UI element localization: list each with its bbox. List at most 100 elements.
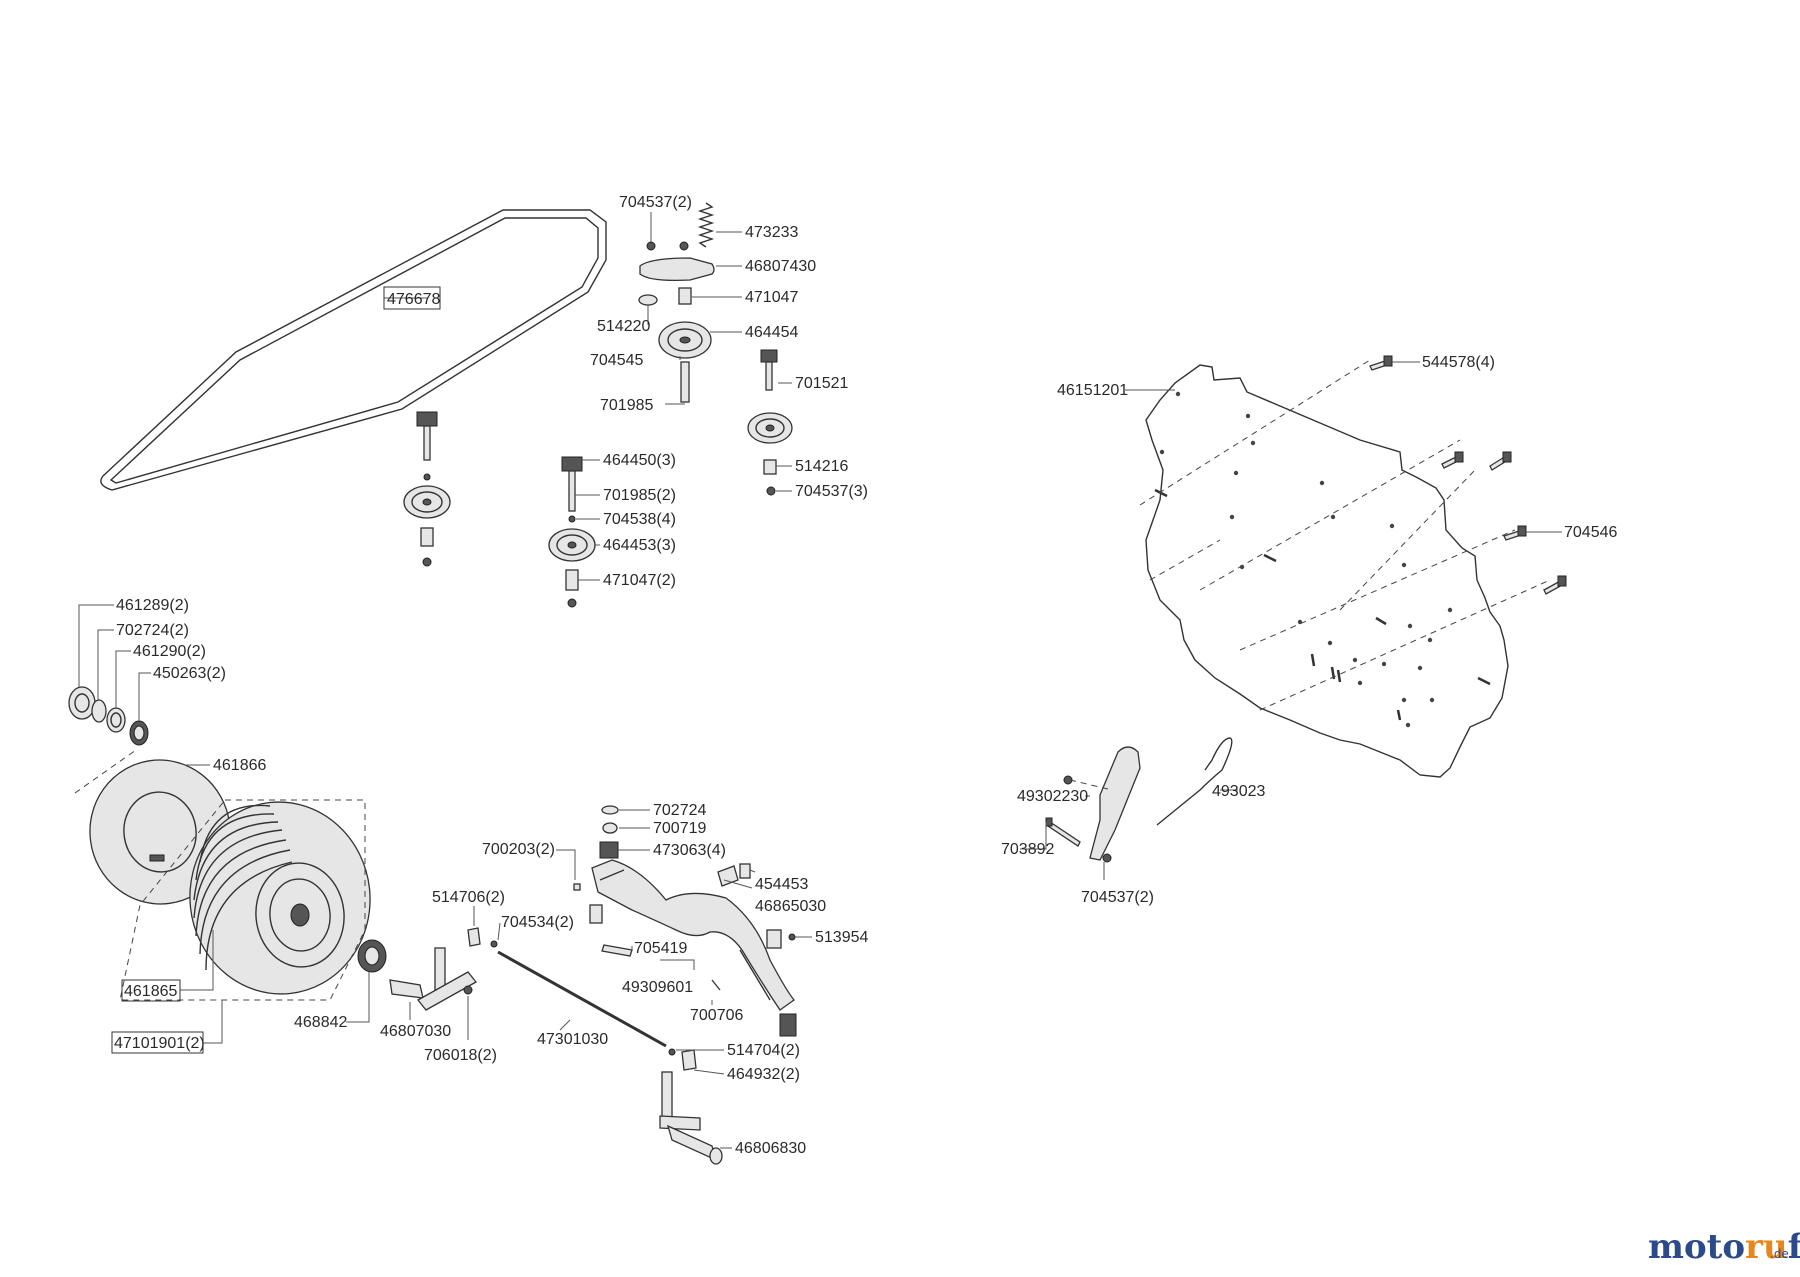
label-468842: 468842 <box>294 1014 347 1031</box>
washer-icon <box>601 805 619 815</box>
label-461290-2: 461290(2) <box>133 643 206 660</box>
label-704534-2: 704534(2) <box>501 914 574 931</box>
tension-spring <box>697 202 715 248</box>
pin-icon <box>717 865 739 887</box>
label-700203-2: 700203(2) <box>482 841 555 858</box>
label-702724: 702724 <box>653 802 706 819</box>
label-476678: 476678 <box>387 291 440 308</box>
label-49302230: 49302230 <box>1017 788 1088 805</box>
label-701985: 701985 <box>600 397 653 414</box>
pulley-464453 <box>548 456 596 608</box>
label-461289-2: 461289(2) <box>116 597 189 614</box>
label-464932-2: 464932(2) <box>727 1066 800 1083</box>
label-46151201: 46151201 <box>1057 382 1128 399</box>
bolt-head-icon <box>1045 817 1053 827</box>
bushing-icon <box>739 863 751 879</box>
spindle-right <box>659 1049 723 1165</box>
pin-icon <box>711 979 721 991</box>
logo-text-dark2: f <box>1788 1227 1800 1267</box>
label-701521: 701521 <box>795 375 848 392</box>
label-46865030: 46865030 <box>755 898 826 915</box>
label-46806830: 46806830 <box>735 1140 806 1157</box>
label-513954: 513954 <box>815 929 868 946</box>
bolt-icon <box>680 361 690 403</box>
label-701985-2: 701985(2) <box>603 487 676 504</box>
label-471047-2: 471047(2) <box>603 572 676 589</box>
label-704537-2-bottom: 704537(2) <box>1081 889 1154 906</box>
front-axle <box>591 859 795 1011</box>
label-704546: 704546 <box>1564 524 1617 541</box>
nut-icon <box>490 940 498 948</box>
label-514220: 514220 <box>597 318 650 335</box>
label-473233: 473233 <box>745 224 798 241</box>
label-49309601: 49309601 <box>622 979 693 996</box>
label-471047: 471047 <box>745 289 798 306</box>
label-706018-2: 706018(2) <box>424 1047 497 1064</box>
bushing-icon <box>766 929 782 949</box>
label-704537-2: 704537(2) <box>619 194 692 211</box>
pulley-701521 <box>747 349 793 496</box>
bolt-right-1 <box>1441 451 1464 469</box>
bolt-icon <box>601 944 633 957</box>
nut-icon <box>668 1048 676 1056</box>
bolt-544578 <box>1369 355 1393 371</box>
motoruf-logo: motoruf .de <box>1648 1227 1800 1267</box>
label-473063-4: 473063(4) <box>653 842 726 859</box>
nut-icon <box>679 241 689 251</box>
pulley-464454 <box>658 321 712 359</box>
label-703892: 703892 <box>1001 841 1054 858</box>
label-46807430: 46807430 <box>745 258 816 275</box>
bolt-right-4 <box>1543 575 1567 595</box>
bolt-right-2 <box>1489 451 1512 471</box>
logo-text-orange: ru <box>1745 1227 1788 1267</box>
label-702724-2: 702724(2) <box>116 622 189 639</box>
svg-text:motoruf: motoruf <box>1648 1227 1800 1267</box>
label-464454: 464454 <box>745 324 798 341</box>
label-box-461865 <box>121 979 181 1002</box>
label-47301030: 47301030 <box>537 1031 608 1048</box>
nut-icon <box>646 241 656 251</box>
needle-bearing <box>357 939 387 973</box>
bracket-49302230 <box>1089 746 1141 861</box>
label-461866: 461866 <box>213 757 266 774</box>
bushing-icon <box>779 1013 797 1037</box>
label-493023: 493023 <box>1212 783 1265 800</box>
label-514216: 514216 <box>795 458 848 475</box>
tie-rod <box>497 950 667 1048</box>
mounting-plate <box>1145 364 1509 778</box>
pin-icon <box>573 883 581 891</box>
label-47101901-2: 47101901(2) <box>114 1035 205 1052</box>
label-450263-2: 450263(2) <box>153 665 226 682</box>
label-704537-3: 704537(3) <box>795 483 868 500</box>
logo-text-dark: moto <box>1648 1227 1745 1267</box>
label-box-47101901 <box>111 1031 204 1054</box>
label-464450-3: 464450(3) <box>603 452 676 469</box>
drive-belt <box>100 209 607 491</box>
label-704538-4: 704538(4) <box>603 511 676 528</box>
label-461865: 461865 <box>124 983 177 1000</box>
label-700706: 700706 <box>690 1007 743 1024</box>
bushing-icon <box>589 904 603 924</box>
label-454453: 454453 <box>755 876 808 893</box>
label-700719: 700719 <box>653 820 706 837</box>
wire-clip-493023 <box>1156 737 1233 826</box>
label-705419: 705419 <box>634 940 687 957</box>
ball-joint-icon <box>467 927 481 947</box>
tensioner-arm <box>639 257 715 282</box>
label-514704-2: 514704(2) <box>727 1042 800 1059</box>
label-544578-4: 544578(4) <box>1422 354 1495 371</box>
label-464453-3: 464453(3) <box>603 537 676 554</box>
washer-icon <box>602 822 618 834</box>
nut-icon <box>1102 853 1112 863</box>
nut-icon <box>788 933 796 941</box>
spindle-left <box>389 947 477 1011</box>
logo-suffix: .de <box>1770 1247 1789 1261</box>
label-46807030: 46807030 <box>380 1023 451 1040</box>
nut-icon <box>463 985 473 995</box>
bushing-icon <box>599 841 619 859</box>
spacer-icon <box>678 287 692 305</box>
tire-wheel <box>189 801 371 995</box>
washer-icon <box>638 294 658 306</box>
